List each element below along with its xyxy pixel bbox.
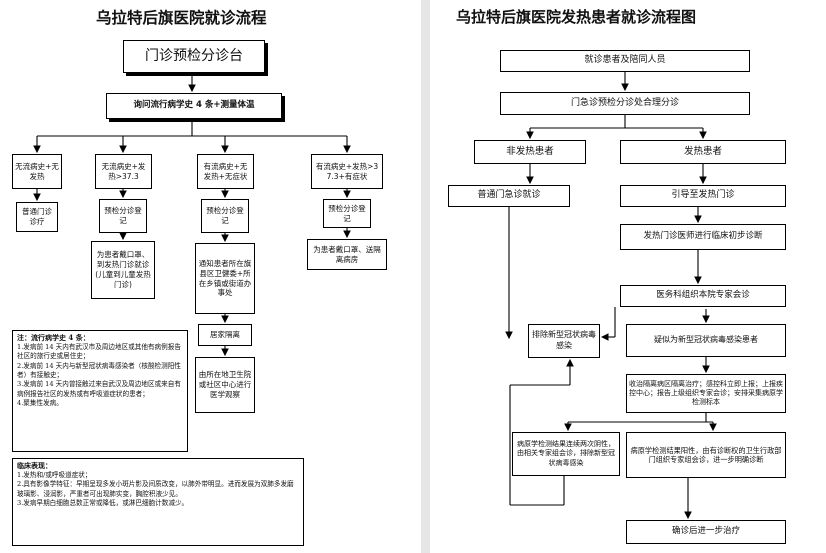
positive-result-box: 病原学检测结果阳性，由有诊断权的卫生行政部门组织专家组会诊，进一步明确诊断 [626, 432, 786, 478]
general-emergency-clinic-box: 普通门急诊就诊 [448, 185, 570, 207]
epi-note-item: 4.聚集性发病。 [17, 399, 63, 408]
triage-desk-box: 门诊预检分诊台 [123, 40, 265, 73]
general-clinic-box: 普通门诊诊疗 [16, 202, 58, 232]
epi-note-item: 3.发病前 14 天内曾接触过来自武汉及周边地区或来自有病例报告社区的发热或有呼… [17, 380, 181, 398]
clinical-note-item: 3.发病早期白细胞总数正常或降低，或淋巴细胞计数减少。 [17, 499, 189, 508]
epidemiology-history-note: 注：流行病学史 4 条： 1.发病前 14 天内有武汉市及周边地区或其他有病例报… [12, 330, 188, 452]
negative-result-box: 病原学检测结果连续两次阴性，由相关专家组会诊，排除新型冠状病毒感染 [512, 432, 620, 476]
home-isolation-box: 居家隔离 [198, 324, 252, 346]
expert-consultation-box: 医务科组织本院专家会诊 [620, 285, 786, 307]
guide-to-fever-clinic-box: 引导至发热门诊 [620, 185, 786, 207]
left-flowchart: 乌拉特后旗医院就诊流程 门诊预检分诊台 询问流行病学史 4 条+测量体温 无流病… [12, 8, 387, 546]
right-title: 乌拉特后旗医院发热患者就诊流程图 [456, 8, 697, 26]
clinical-manifestation-note: 临床表现： 1.发热和/或呼吸道症状； 2.具有影像学特征：早期呈现多发小斑片影… [12, 458, 304, 546]
epi-note-item: 1.发病前 14 天内有武汉市及周边地区或其他有病例报告社区的旅行史或居住史； [17, 342, 181, 361]
isolation-and-report-box: 收治隔离病区隔离治疗；感控科立即上报；上报疾控中心；报告上级组织专家会诊；安排采… [626, 374, 786, 413]
right-flowchart: 乌拉特后旗医院发热患者就诊流程图 就诊患者及陪同人员 门急诊预检分诊处合理分诊 … [430, 0, 826, 553]
fever-patient-box: 发热患者 [620, 140, 786, 164]
non-fever-patient-box: 非发热患者 [474, 140, 586, 164]
epi-note-title: 注：流行病学史 4 条： [17, 333, 90, 342]
category-no-history-fever: 无流病史+发热>37.3 [95, 154, 152, 189]
left-title: 乌拉特后旗医院就诊流程 [96, 8, 267, 27]
c3-triage-register-box: 预检分诊登记 [201, 199, 249, 233]
medical-observation-box: 由所在地卫生院或社区中心进行医学观察 [195, 357, 255, 413]
right-connector-lines [505, 72, 717, 520]
patients-and-companions-box: 就诊患者及陪同人员 [500, 50, 750, 72]
c4-triage-register-box: 预检分诊登记 [323, 199, 371, 228]
fever-clinic-referral-box: 为患者戴口罩、到发热门诊就诊(儿童到儿童发热门诊) [91, 241, 155, 299]
suspected-case-box: 疑似为新型冠状病毒感染患者 [626, 324, 786, 357]
clinical-note-item: 1.发热和/或呼吸道症状； [17, 470, 92, 479]
category-history-fever: 有流病史+发热>37.3+有症状 [311, 154, 383, 189]
epi-note-item: 2.发病前 14 天内与新型冠状病毒感染者（核酸检测阳性者）有接触史； [17, 361, 181, 380]
exclude-infection-box: 排除新型冠状病毒感染 [528, 324, 600, 358]
clinical-note-item: 2.具有影像学特征：早期呈现多发小斑片影及间质改变，以肺外带明显。进而发展为双肺… [17, 480, 294, 498]
category-history-no-fever: 有流病史+无发热+无症状 [197, 154, 254, 189]
further-treatment-box: 确诊后进一步治疗 [626, 520, 786, 544]
initial-diagnosis-box: 发热门诊医师进行临床初步诊断 [620, 224, 786, 250]
c2-triage-register-box: 预检分诊登记 [99, 199, 147, 233]
notify-health-commission-box: 通知患者所在旗县区卫健委+所在乡镇或街道办事处 [195, 243, 255, 314]
isolation-ward-box: 为患者戴口罩、送隔离病房 [307, 239, 387, 270]
left-connector-lines [33, 75, 351, 357]
emergency-triage-box: 门急诊预检分诊处合理分诊 [500, 92, 750, 115]
category-no-history-no-fever: 无流病史+无发热 [12, 154, 62, 189]
clinical-note-title: 临床表现： [17, 461, 52, 470]
panel-divider [421, 0, 430, 553]
epi-inquiry-box: 询问流行病学史 4 条+测量体温 [106, 93, 282, 119]
